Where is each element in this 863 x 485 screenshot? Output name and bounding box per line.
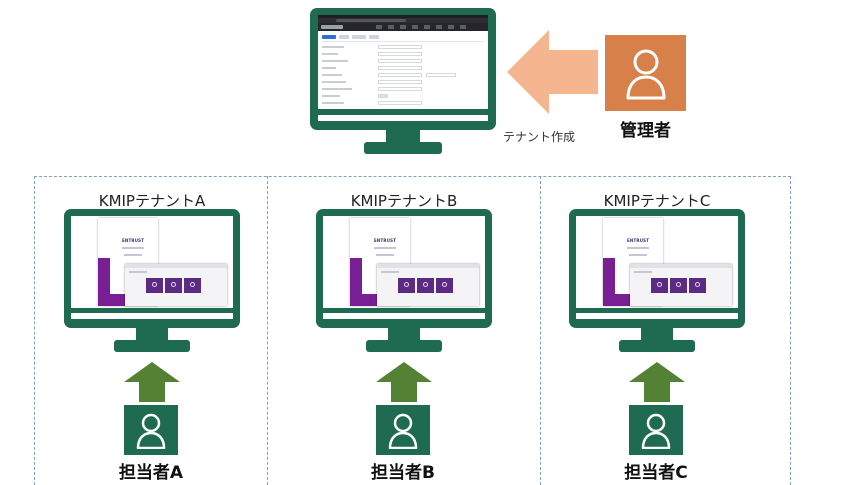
tenant-group-border-left (34, 176, 35, 485)
user-person-tile (629, 405, 683, 455)
entrust-logo: ENTRUST (122, 238, 145, 243)
user-label: 担当者B (371, 463, 435, 483)
access-arrow (376, 362, 432, 402)
tenant-monitor: ENTRUST (64, 209, 240, 354)
tenant-title: KMIPテナントB (350, 192, 458, 210)
tenant-group-border-right (790, 176, 791, 485)
tenant-group-border-top (34, 176, 791, 177)
entrust-logo: ENTRUST (374, 238, 397, 243)
tenant-login-screenshot: ENTRUST (71, 216, 233, 308)
access-arrow (124, 362, 180, 402)
access-arrow (629, 362, 685, 402)
admin-console-screenshot (318, 15, 488, 109)
tenant-monitor: ENTRUST (569, 209, 745, 354)
tenant-login-screenshot: ENTRUST (576, 216, 738, 308)
create-tenant-label: テナント作成 (503, 130, 576, 144)
admin-person-tile (605, 35, 686, 111)
create-tenant-arrow (507, 30, 598, 114)
user-label: 担当者A (118, 463, 184, 483)
admin-label: 管理者 (620, 121, 671, 141)
entrust-logo: ENTRUST (627, 238, 650, 243)
user-label: 担当者C (624, 463, 688, 483)
person-icon (136, 413, 166, 449)
tenant-title: KMIPテナントA (98, 192, 206, 210)
tenant-monitor: ENTRUST (316, 209, 492, 354)
user-person-tile (376, 405, 430, 455)
user-person-tile (124, 405, 178, 455)
person-icon (641, 413, 671, 449)
person-icon (626, 49, 666, 100)
tenant-divider-1 (267, 176, 268, 485)
tenant-login-screenshot: ENTRUST (323, 216, 485, 308)
tenant-divider-2 (540, 176, 541, 485)
admin-monitor (310, 8, 496, 156)
tenant-title: KMIPテナントC (603, 192, 711, 210)
person-icon (388, 413, 418, 449)
